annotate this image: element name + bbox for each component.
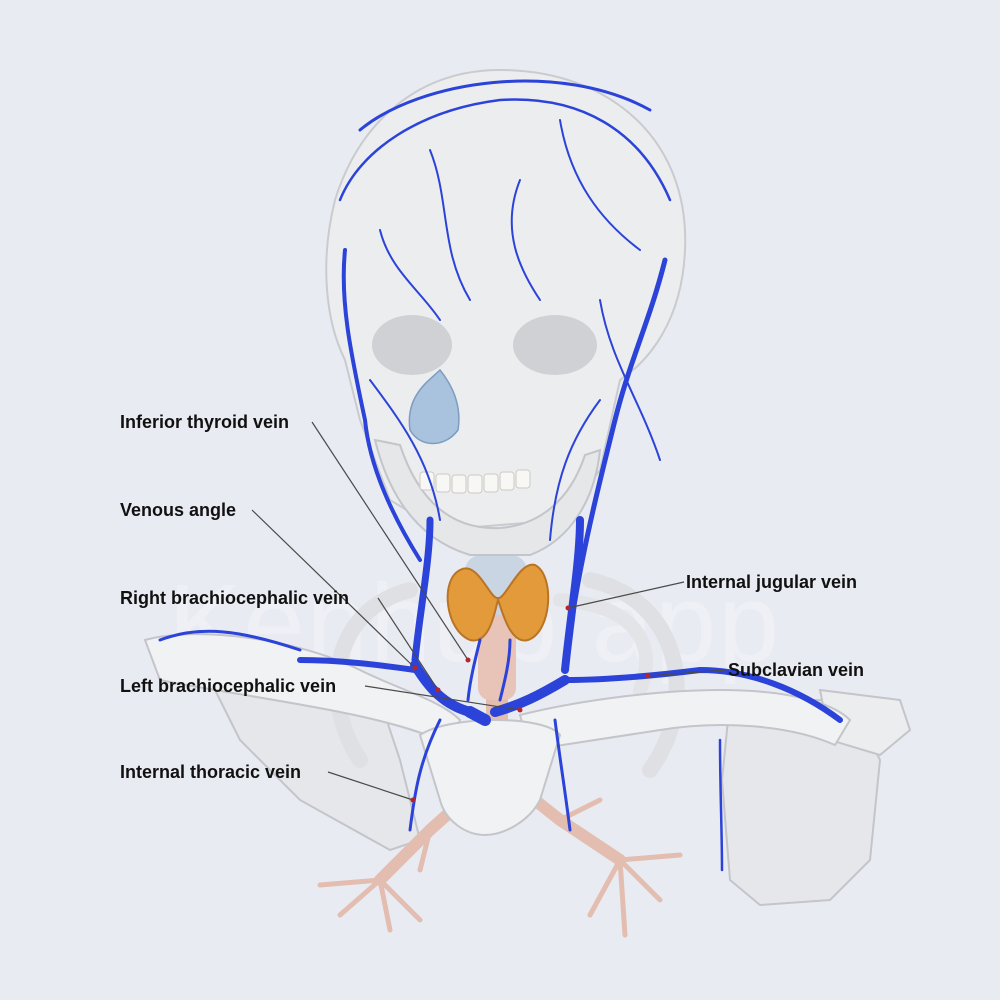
label-internal-jugular-vein: Internal jugular vein <box>686 572 858 592</box>
leader-internal-jugular-vein <box>567 581 685 609</box>
right-clavicle <box>518 688 852 752</box>
leader-inferior-thyroid-vein <box>311 421 469 661</box>
label-subclavian-vein: Subclavian vein <box>728 660 865 680</box>
leader-right-brachiocephalic-vein <box>377 597 439 691</box>
leader-endpoints <box>410 605 651 803</box>
leader-internal-thoracic-vein <box>327 771 414 801</box>
leader-venous-angle <box>251 509 416 669</box>
label-venous-angle: Venous angle <box>120 500 237 520</box>
leader-lines <box>251 421 727 801</box>
label-inferior-thyroid-vein: Inferior thyroid vein <box>120 412 290 432</box>
leader-left-brachiocephalic-vein <box>364 685 521 711</box>
thyroid-gland <box>446 563 550 642</box>
right-orbit <box>372 315 452 375</box>
venous-network <box>158 79 843 872</box>
label-right-brachiocephalic-vein: Right brachiocephalic vein <box>120 588 350 608</box>
right-rib <box>582 572 685 778</box>
label-left-brachiocephalic-vein: Left brachiocephalic vein <box>120 676 337 696</box>
nasal-cartilage <box>408 368 460 445</box>
right-first-rib <box>553 593 654 697</box>
left-orbit <box>513 315 597 375</box>
leader-subclavian-vein <box>647 669 727 677</box>
label-internal-thoracic-vein: Internal thoracic vein <box>120 762 302 782</box>
